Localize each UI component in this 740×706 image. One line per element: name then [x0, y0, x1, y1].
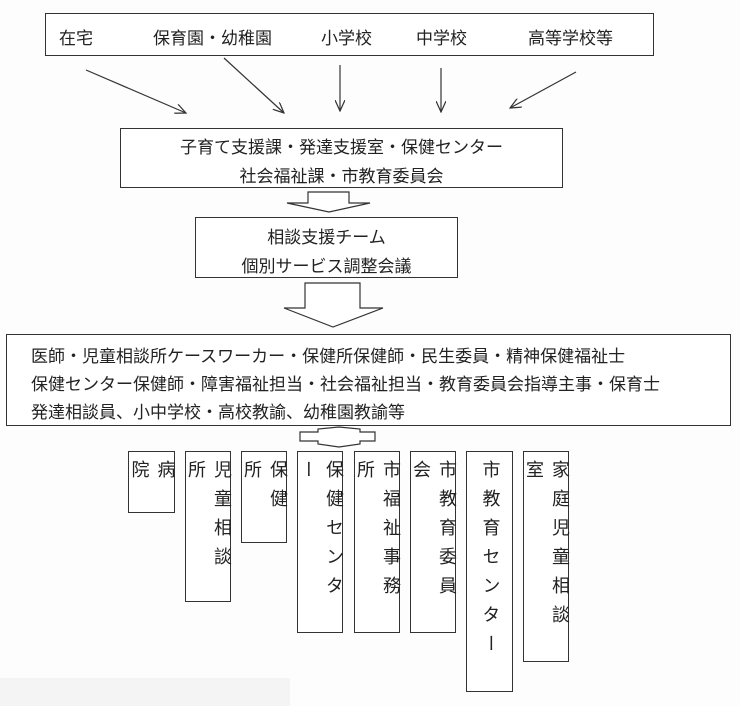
arrow-home: [85, 69, 186, 113]
intake-line-2: 社会福祉課・市教育委員会: [239, 167, 444, 187]
source-junior-high-school: 中学校: [416, 29, 467, 49]
source-high-school: 高等学校等: [528, 29, 613, 49]
staff-line-1: 医師・児童相談所ケースワーカー・保健所保健師・民生委員・精神保健福祉士: [31, 347, 626, 367]
agency-education-center: 市教育センター: [466, 451, 513, 692]
arrow-nursery: [223, 57, 284, 113]
team-box: 相談支援チーム 個別サービス調整会議: [195, 217, 458, 278]
source-nursery-kindergarten: 保育園・幼稚園: [153, 29, 272, 49]
intake-line-1: 子育て支援課・発達支援室・保健センター: [180, 138, 503, 158]
agency-child-guidance-center: 児童相談所: [185, 451, 232, 602]
agency-label: 市教育センター: [479, 460, 501, 663]
sources-box: 在宅 保育園・幼稚園 小学校 中学校 高等学校等: [45, 13, 654, 56]
agency-label: 児童相談所: [185, 460, 232, 576]
agency-label: 家庭児童相談室: [523, 460, 570, 634]
source-elementary-school: 小学校: [321, 29, 372, 49]
agency-welfare-office: 市福祉事務所: [354, 451, 401, 633]
staff-line-2: 保健センター保健師・障害福祉担当・社会福祉担当・教育委員会指導主事・保育士: [31, 375, 660, 395]
team-line-1: 相談支援チーム: [267, 228, 386, 248]
agency-label: 病院: [128, 460, 176, 489]
agency-public-health-center: 保健所: [241, 451, 288, 543]
scan-shading: [0, 678, 290, 706]
source-home: 在宅: [59, 29, 93, 49]
agency-label: 保健センター: [297, 460, 344, 605]
agency-family-child-consultation: 家庭児童相談室: [523, 451, 570, 662]
agency-health-center: 保健センター: [297, 451, 344, 633]
hollow-arrow-1: [286, 191, 371, 213]
arrow-high-school: [510, 71, 577, 108]
staff-box: 医師・児童相談所ケースワーカー・保健所保健師・民生委員・精神保健福祉士 保健セン…: [6, 334, 731, 426]
agency-label: 市福祉事務所: [354, 460, 401, 605]
agency-label: 市教育委員会: [410, 460, 457, 605]
agency-board-of-education: 市教育委員会: [410, 451, 457, 633]
team-line-2: 個別サービス調整会議: [241, 257, 412, 277]
double-arrow: [299, 426, 376, 448]
agency-hospital: 病院: [128, 451, 176, 513]
staff-line-3: 発達相談員、小中学校・高校教諭、幼稚園教諭等: [31, 403, 405, 423]
intake-box: 子育て支援課・発達支援室・保健センター 社会福祉課・市教育委員会: [120, 128, 563, 188]
agency-label: 保健所: [241, 460, 288, 518]
hollow-arrow-2: [283, 282, 384, 328]
